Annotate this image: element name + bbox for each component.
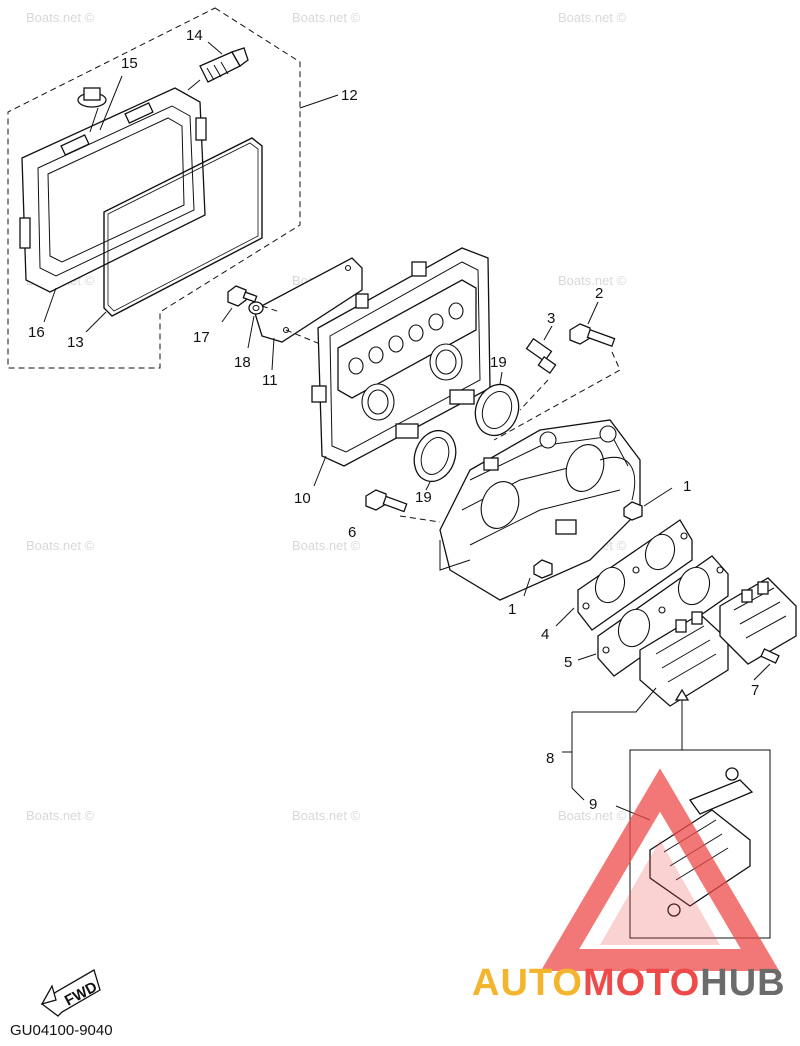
part-13-gasket [103,137,263,317]
watermark: Boats.net © [558,273,627,288]
watermark: Boats.net © [26,538,95,553]
reed-valve-right [719,577,797,665]
part-10-silencer-body [311,247,491,487]
part-14-connector [187,41,249,91]
callout-14: 14 [186,27,203,44]
part-16-silencer-cover [19,87,207,293]
part-6-bolt [365,489,441,523]
callout-6: 6 [348,524,356,541]
part-4-gasket [555,519,693,631]
part-18-washer [247,301,264,349]
fastener-path-17 [261,305,281,313]
part-15-fitting [77,75,123,133]
watermark: Boats.net © [292,808,361,823]
callout-17: 17 [193,329,210,346]
watermark: Boats.net © [26,10,95,25]
callout-19-upper: 19 [490,354,507,371]
callout-11: 11 [262,372,278,389]
part-1-nut-upper [623,487,673,521]
callout-7: 7 [751,682,759,699]
fwd-arrow-icon: FWD [40,969,101,1017]
brand-part-hub: HUB [700,962,786,1004]
bracket-8-9 [562,687,657,801]
brand-part-moto: MOTO [582,962,701,1004]
part-13-gasket-inner [107,142,259,312]
callout-15: 15 [121,55,138,72]
diagram-code: GU04100-9040 [10,1022,113,1039]
watermark: Boats.net © [26,808,95,823]
throttle-body-assembly [439,419,641,601]
callout-2: 2 [595,285,603,302]
callout-1: 1 [683,478,691,495]
part-11-gasket-plate [253,257,363,371]
watermark: Boats.net © [292,10,361,25]
callout-4: 4 [541,626,549,643]
callout-12: 12 [341,87,358,104]
watermark: Boats.net © [292,538,361,553]
part-17-bolt [221,285,258,323]
callout-18: 18 [234,354,251,371]
brand-part-auto: AUTO [472,962,583,1004]
callout-19-lower: 19 [415,489,432,506]
part-2-bolt [569,301,616,348]
arrow-head [674,688,690,701]
callout-10: 10 [294,490,311,507]
reed-valve-left [639,611,729,707]
part-19-seal-lower [413,429,457,491]
fastener-path-2-3 [493,351,621,441]
callout-13: 13 [67,334,84,351]
part-7-pin [753,648,780,681]
part-5-gasket [577,555,729,677]
leader-13 [85,311,107,333]
part-1-nut-lower [523,559,553,597]
callout-3: 3 [547,310,555,327]
part-19-seal-upper [474,371,520,437]
leader-16 [43,287,57,323]
callout-1-lower: 1 [508,601,516,618]
callout-9: 9 [589,796,597,813]
watermark: Boats.net © [558,10,627,25]
watermark: Boats.net © [558,808,627,823]
brand-wordmark: AUTOMOTOHUB [472,962,786,1005]
brand-triangle-logo [540,768,780,971]
callout-16: 16 [28,324,45,341]
callout-5: 5 [564,654,572,671]
callout-labels: 1 2 3 4 5 6 7 8 9 10 11 12 13 14 15 16 1… [28,27,759,813]
part-3-stud [525,325,557,375]
callout-8: 8 [546,750,554,767]
leader-12 [299,94,339,109]
